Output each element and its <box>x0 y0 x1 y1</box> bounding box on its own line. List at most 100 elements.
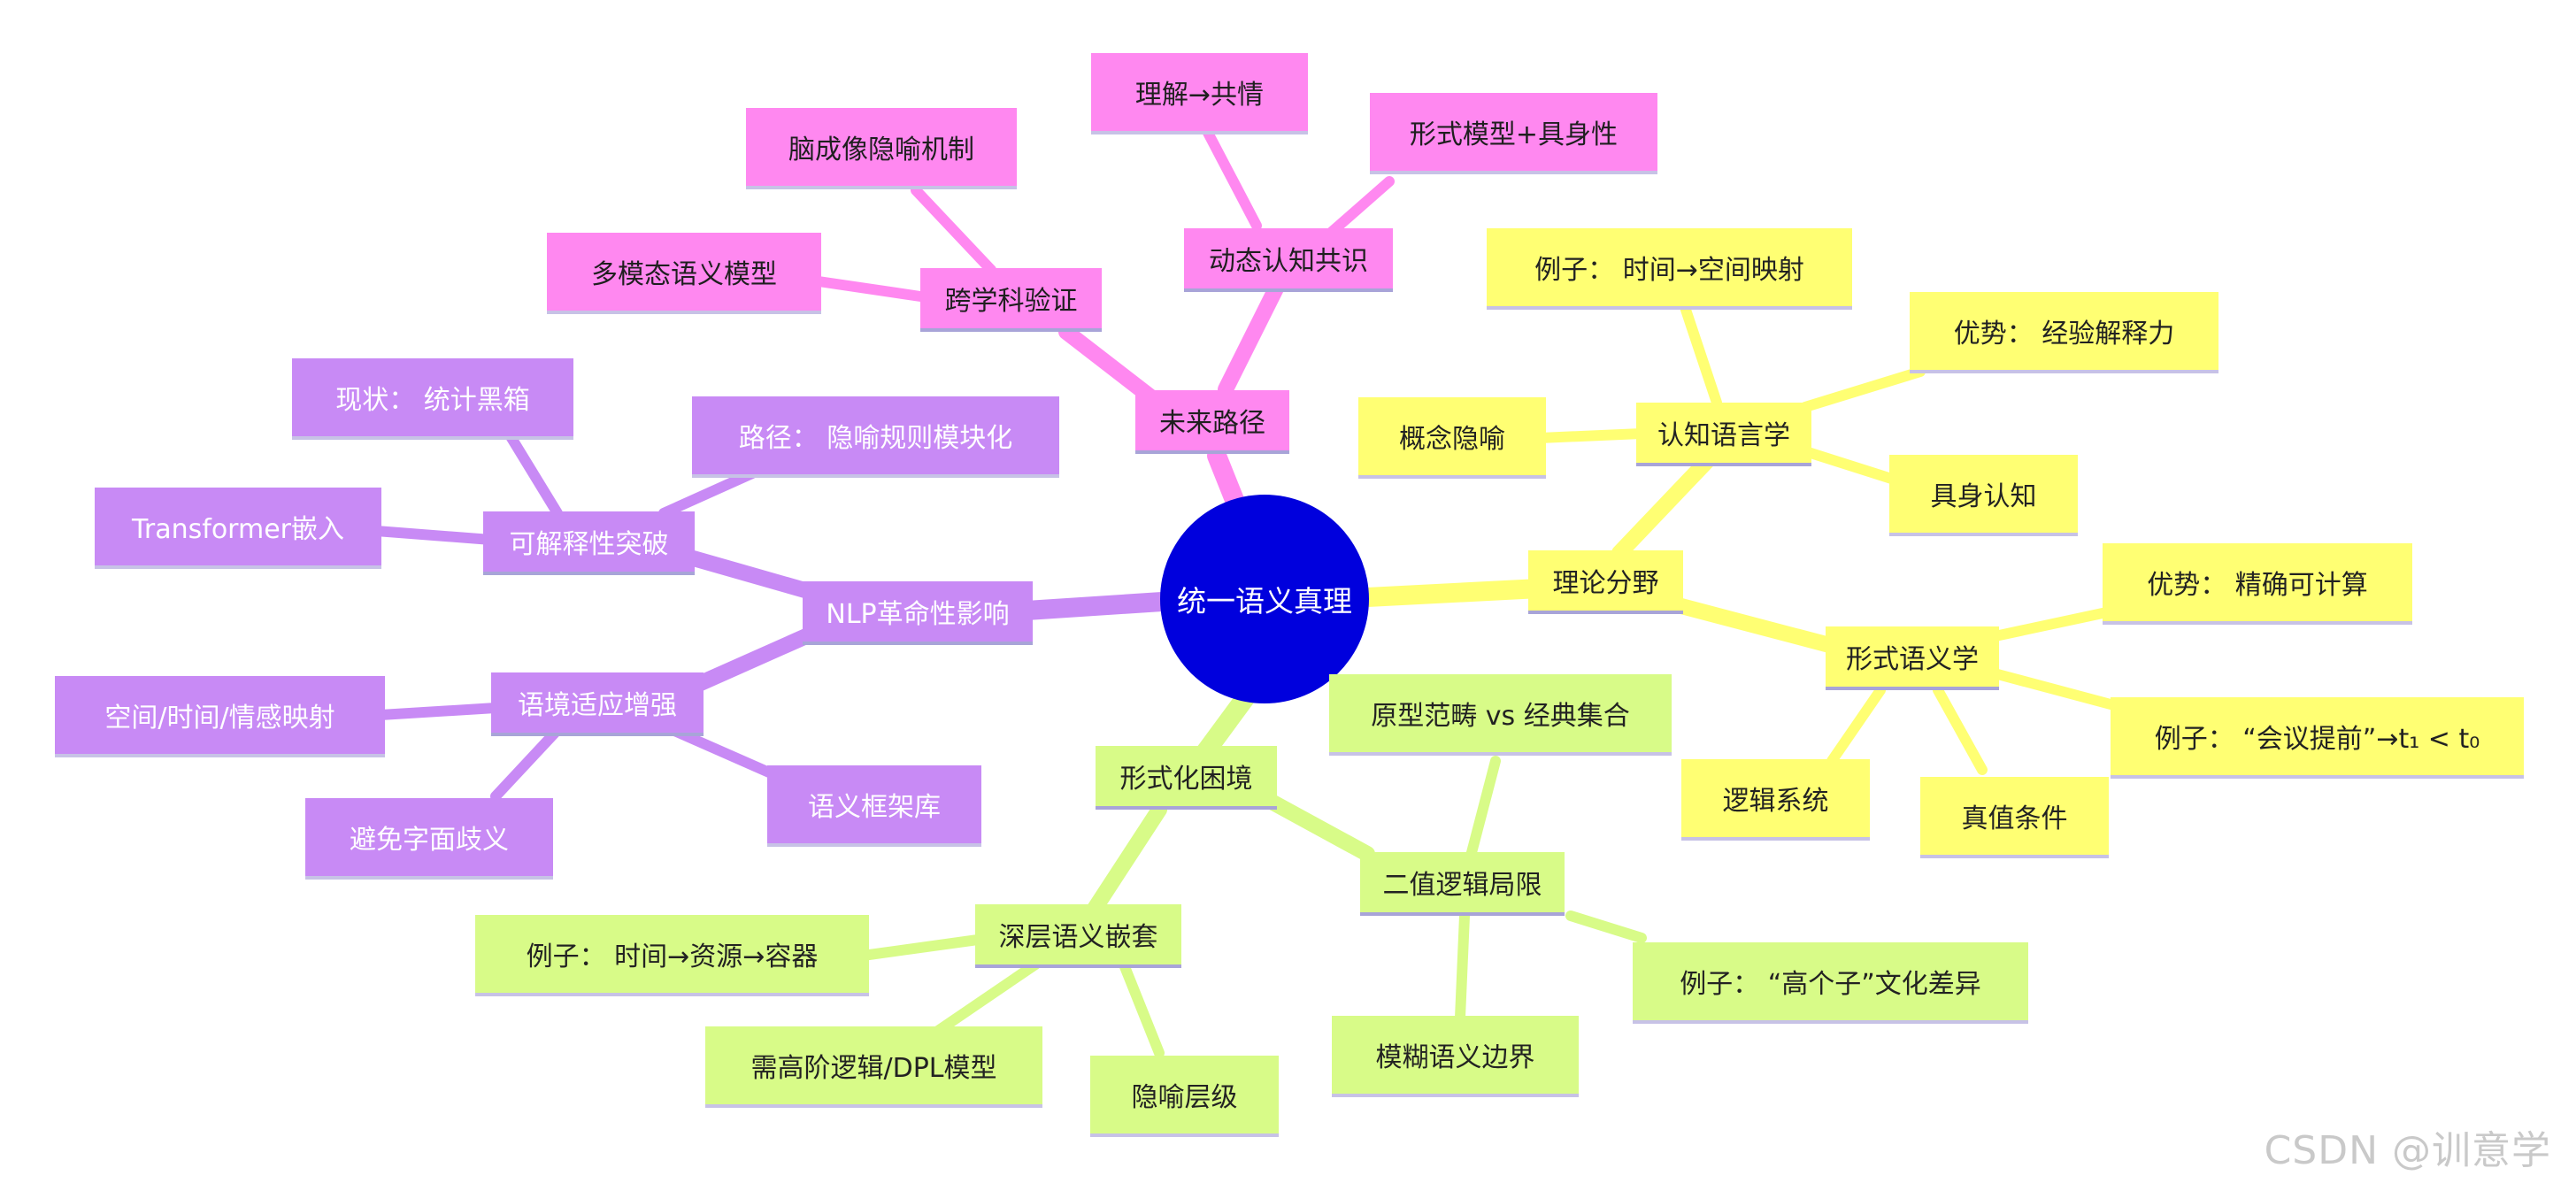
link-root-nlp <box>1017 592 1172 620</box>
cognitive-embodied-text: 具身认知 <box>1930 481 2037 512</box>
link-formal-advantage <box>1986 605 2120 642</box>
interpret-path-text: 路径： 隐喻规则模块化 <box>738 423 1013 454</box>
binary-label: 二值逻辑局限 <box>1382 870 1542 901</box>
node-cross[interactable]: 跨学科验证 <box>920 268 1102 332</box>
context-ambiguity-text: 避免字面歧义 <box>350 825 509 856</box>
node-formal[interactable]: 形式语义学 <box>1826 626 1999 690</box>
formal-label: 形式语义学 <box>1846 644 1979 675</box>
node-formal-example[interactable]: 例子： “会议提前”→t₁ < t₀ <box>2111 697 2524 779</box>
link-cognitive-advantage <box>1800 366 1926 412</box>
link-dynamic-empathy <box>1203 127 1262 231</box>
link-formal-truth <box>1933 685 1988 775</box>
node-context-mapping[interactable]: 空间/时间/情感映射 <box>55 676 385 757</box>
dynamic-formalbody-text: 形式模型+具身性 <box>1409 119 1619 150</box>
link-dilemma-binary <box>1262 793 1375 862</box>
node-dynamic[interactable]: 动态认知共识 <box>1184 228 1393 292</box>
theory-label: 理论分野 <box>1552 568 1659 599</box>
node-deep-dpl[interactable]: 需高阶逻辑/DPL模型 <box>705 1026 1042 1108</box>
binary-fuzzy-text: 模糊语义边界 <box>1375 1042 1535 1073</box>
interpret-transformer-text: Transformer嵌入 <box>131 514 344 545</box>
link-root-theory <box>1357 579 1549 607</box>
node-binary-prototype[interactable]: 原型范畴 vs 经典集合 <box>1329 674 1672 756</box>
node-interpret-path[interactable]: 路径： 隐喻规则模块化 <box>692 396 1059 478</box>
node-future[interactable]: 未来路径 <box>1135 390 1289 454</box>
context-label: 语境适应增强 <box>518 690 677 721</box>
node-context-framenet[interactable]: 语义框架库 <box>767 765 981 847</box>
interpret-status-text: 现状： 统计黑箱 <box>335 385 530 416</box>
link-interpret-path <box>658 468 757 519</box>
link-deep-example <box>857 934 983 961</box>
node-dynamic-empathy[interactable]: 理解→共情 <box>1091 53 1308 134</box>
node-nlp[interactable]: NLP革命性影响 <box>803 581 1033 645</box>
link-context-ambiguity <box>490 725 563 802</box>
link-cognitive-embodied <box>1800 446 1908 488</box>
deep-label: 深层语义嵌套 <box>998 922 1158 953</box>
node-cognitive-example[interactable]: 例子： 时间→空间映射 <box>1487 228 1852 310</box>
link-cross-multimodal <box>813 276 926 302</box>
node-deep[interactable]: 深层语义嵌套 <box>975 904 1181 968</box>
node-context-ambiguity[interactable]: 避免字面歧义 <box>305 798 553 880</box>
cognitive-advantage-text: 优势： 经验解释力 <box>1953 319 2175 350</box>
link-nlp-context <box>687 625 822 694</box>
node-cross-multimodal[interactable]: 多模态语义模型 <box>547 233 821 314</box>
link-future-dynamic <box>1218 275 1287 397</box>
deep-example-text: 例子： 时间→资源→容器 <box>526 941 819 972</box>
node-interpret-transformer[interactable]: Transformer嵌入 <box>95 488 381 569</box>
node-formal-logic[interactable]: 逻辑系统 <box>1681 759 1870 841</box>
node-cognitive[interactable]: 认知语言学 <box>1636 403 1811 466</box>
link-cognitive-metaphor <box>1534 428 1647 443</box>
deep-levels-text: 隐喻层级 <box>1131 1082 1238 1113</box>
formal-logic-text: 逻辑系统 <box>1722 786 1829 817</box>
link-deep-levels <box>1119 959 1165 1058</box>
node-deep-levels[interactable]: 隐喻层级 <box>1090 1056 1279 1137</box>
link-deep-dpl <box>933 959 1041 1036</box>
node-interpret[interactable]: 可解释性突破 <box>483 511 695 575</box>
link-root-future <box>1207 446 1244 510</box>
dynamic-label: 动态认知共识 <box>1209 246 1368 277</box>
dilemma-label: 形式化困境 <box>1119 764 1253 795</box>
cross-brain-text: 脑成像隐喻机制 <box>788 134 974 165</box>
link-binary-prototype <box>1464 756 1501 868</box>
node-dilemma[interactable]: 形式化困境 <box>1096 746 1277 810</box>
node-binary[interactable]: 二值逻辑局限 <box>1360 852 1565 916</box>
root-label: 统一语义真理 <box>1177 584 1352 619</box>
link-cross-brain <box>911 185 996 275</box>
deep-dpl-text: 需高阶逻辑/DPL模型 <box>750 1053 997 1084</box>
link-context-mapping <box>375 703 501 720</box>
node-cognitive-metaphor[interactable]: 概念隐喻 <box>1358 397 1546 479</box>
node-formal-truth[interactable]: 真值条件 <box>1920 777 2109 858</box>
nlp-label: NLP革命性影响 <box>826 599 1010 630</box>
watermark: CSDN @训意学 <box>2264 1128 2551 1173</box>
node-formal-advantage[interactable]: 优势： 精确可计算 <box>2103 543 2412 625</box>
link-formal-logic <box>1826 685 1886 766</box>
link-formal-example <box>1986 667 2129 713</box>
formal-example-text: 例子： “会议提前”→t₁ < t₀ <box>2154 724 2480 755</box>
node-dynamic-formalbody[interactable]: 形式模型+具身性 <box>1370 93 1657 174</box>
node-cross-brain[interactable]: 脑成像隐喻机制 <box>746 108 1017 189</box>
formal-truth-text: 真值条件 <box>1961 803 2068 834</box>
link-context-framenet <box>667 725 788 784</box>
formal-advantage-text: 优势： 精确可计算 <box>2147 570 2368 601</box>
dynamic-empathy-text: 理解→共情 <box>1134 80 1265 111</box>
node-deep-example[interactable]: 例子： 时间→资源→容器 <box>475 915 869 996</box>
node-theory[interactable]: 理论分野 <box>1528 550 1683 614</box>
future-label: 未来路径 <box>1159 408 1265 439</box>
link-nlp-interpret <box>682 549 822 601</box>
cognitive-label: 认知语言学 <box>1657 420 1790 451</box>
cross-label: 跨学科验证 <box>944 286 1078 317</box>
context-mapping-text: 空间/时间/情感映射 <box>104 703 335 734</box>
root-node[interactable]: 统一语义真理 <box>1160 495 1369 703</box>
node-context[interactable]: 语境适应增强 <box>491 672 704 736</box>
link-binary-fuzzy <box>1455 911 1470 1023</box>
link-interpret-status <box>504 428 563 519</box>
node-cognitive-advantage[interactable]: 优势： 经验解释力 <box>1910 292 2218 373</box>
node-cognitive-embodied[interactable]: 具身认知 <box>1889 455 2078 536</box>
binary-example-text: 例子： “高个子”文化差异 <box>1680 969 1981 1000</box>
node-interpret-status[interactable]: 现状： 统计黑箱 <box>292 358 573 440</box>
node-binary-fuzzy[interactable]: 模糊语义边界 <box>1332 1016 1579 1097</box>
cognitive-example-text: 例子： 时间→空间映射 <box>1534 255 1804 286</box>
link-binary-example <box>1565 911 1647 943</box>
cross-multimodal-text: 多模态语义模型 <box>591 259 777 290</box>
node-binary-example[interactable]: 例子： “高个子”文化差异 <box>1633 942 2028 1024</box>
